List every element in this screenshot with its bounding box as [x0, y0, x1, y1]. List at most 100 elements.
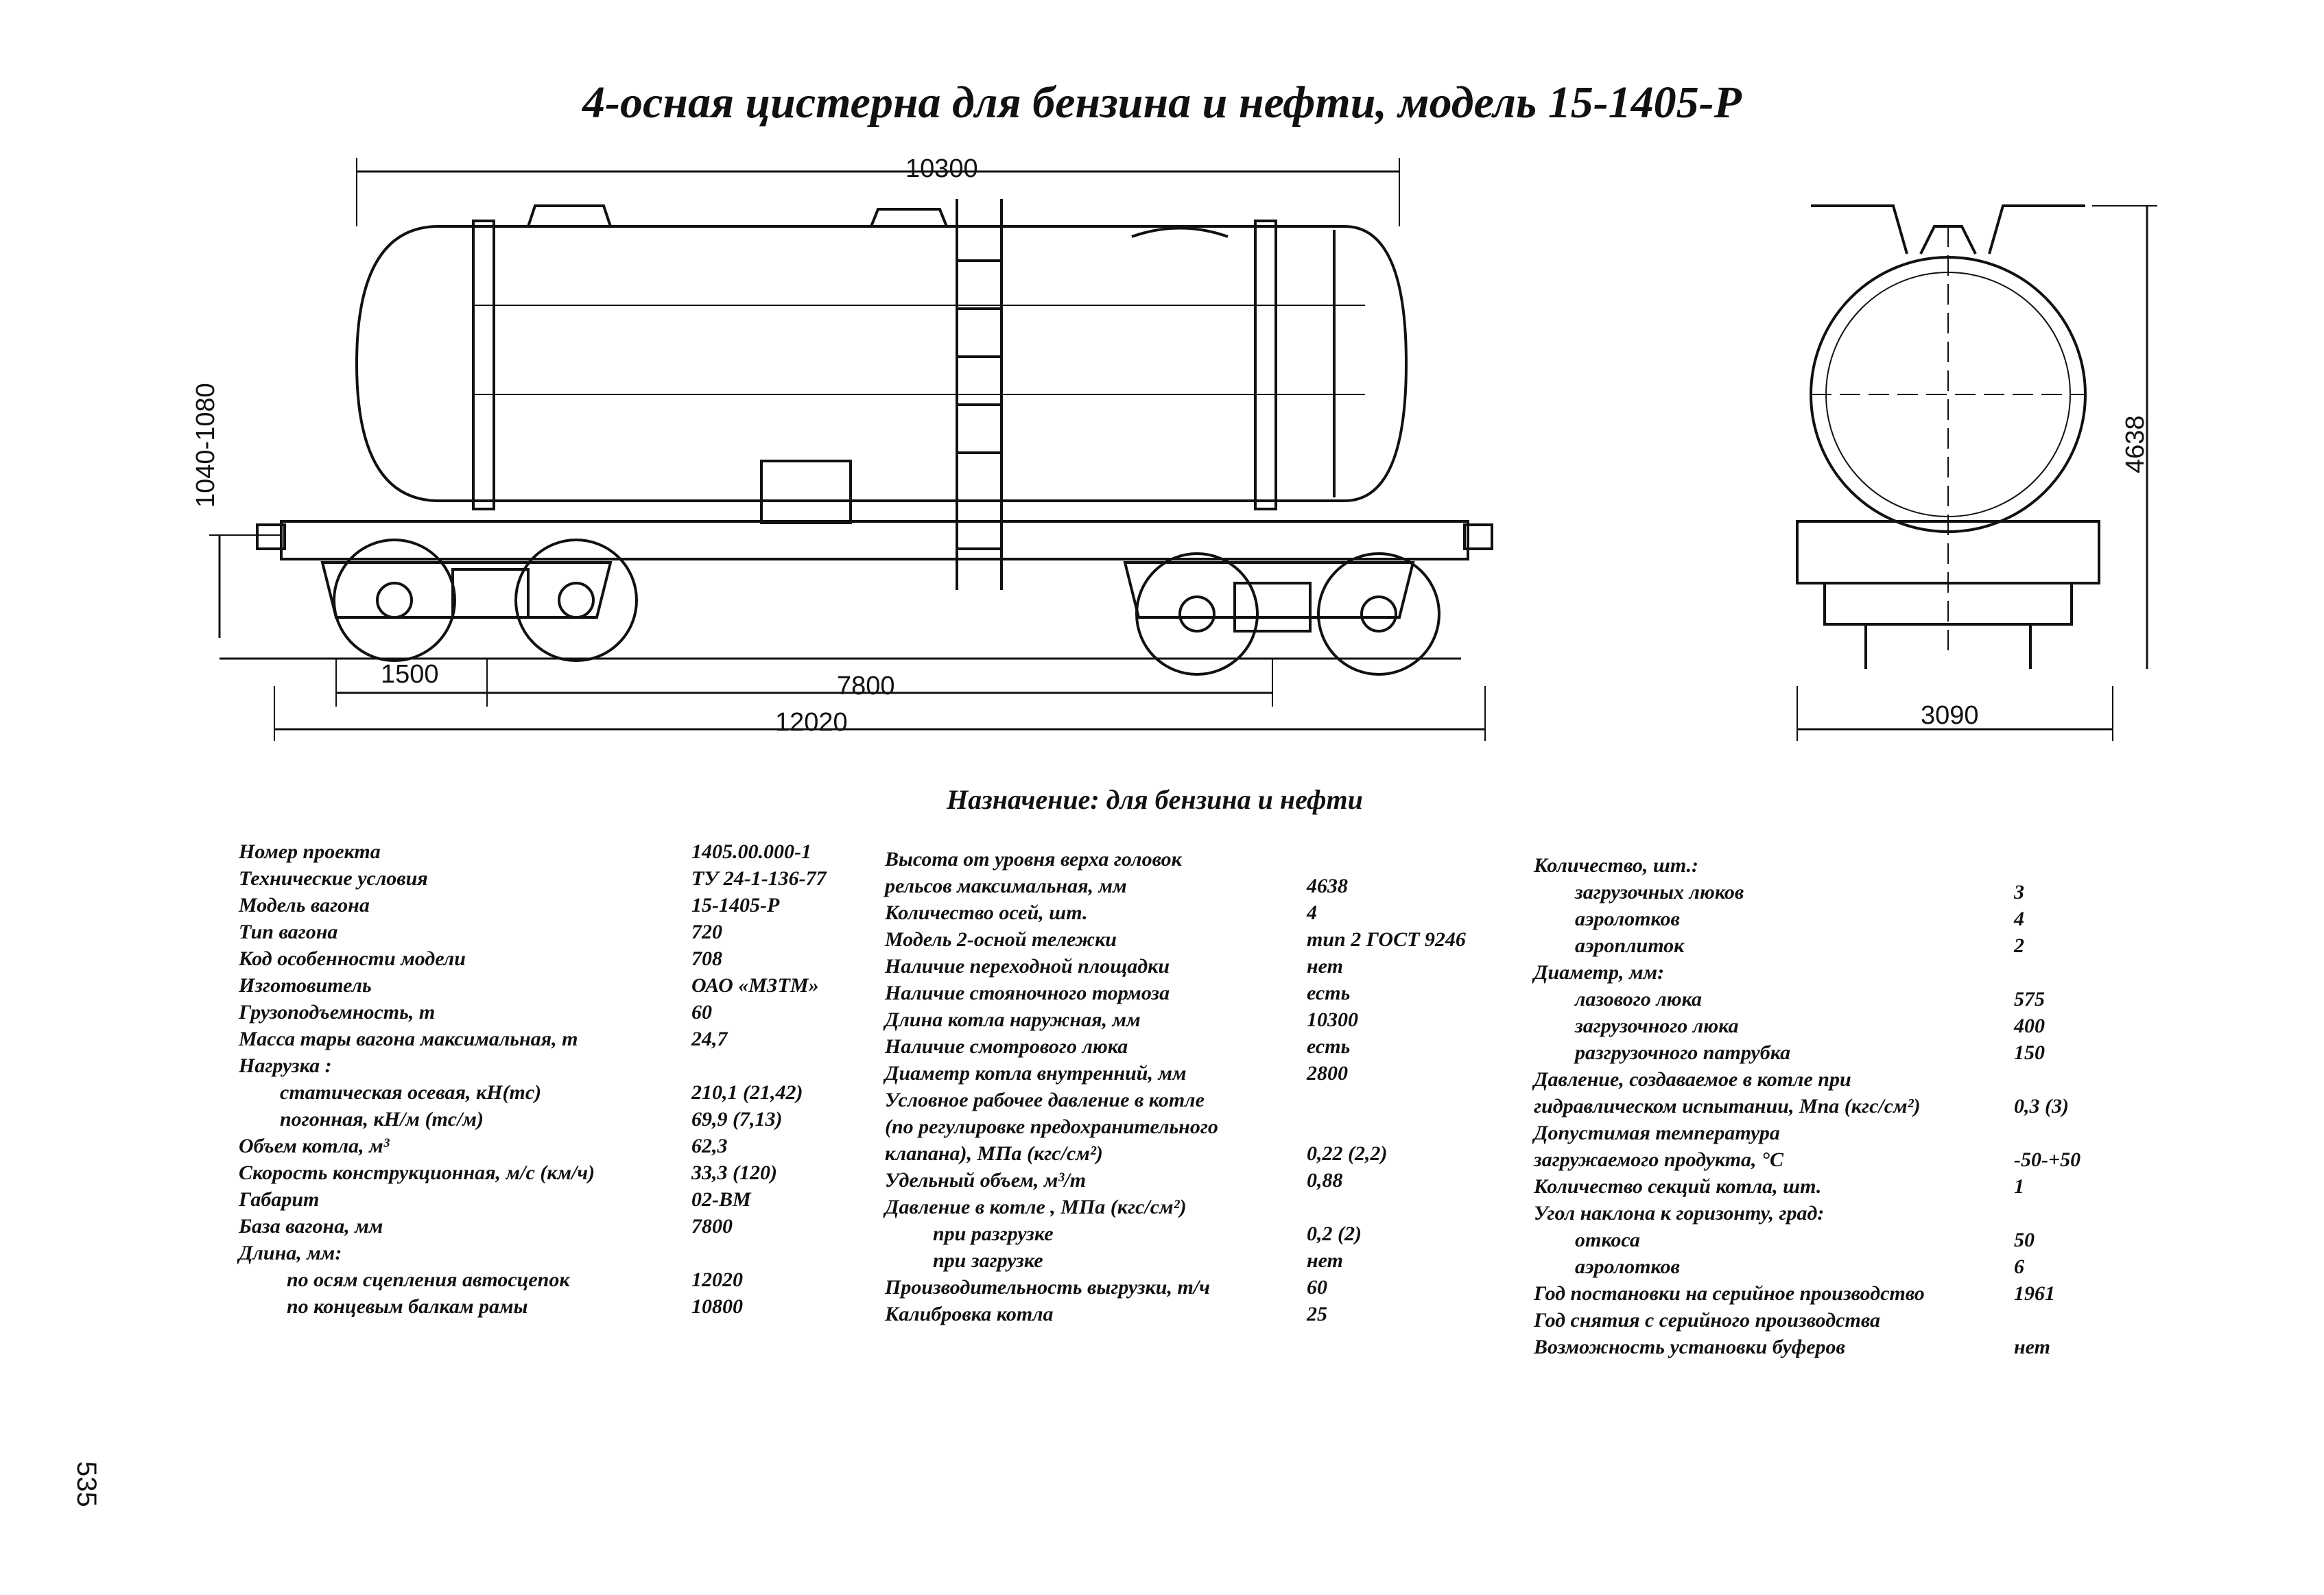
underframe: [280, 520, 1469, 560]
spec-value: 60: [691, 1001, 712, 1024]
dome-hatch: [527, 204, 612, 227]
spec-label: Скорость конструкционная, м/с (км/ч): [239, 1161, 595, 1184]
spec-value: нет: [1307, 955, 1343, 978]
spec-label: Длина, мм:: [239, 1242, 342, 1264]
spec-label: Наличие стояночного тормоза: [885, 982, 1170, 1004]
spec-label: Масса тары вагона максимальная, т: [239, 1028, 578, 1050]
spec-label: Количество секций котла, шт.: [1534, 1175, 1822, 1198]
spec-value: 2: [2014, 934, 2024, 957]
spec-label: аэролотков: [1575, 908, 1680, 930]
spec-value: ОАО «МЗТМ»: [691, 974, 819, 997]
spec-label: при загрузке: [933, 1249, 1043, 1272]
spec-value: -50-+50: [2014, 1148, 2081, 1171]
page-title: 4-осная цистерна для бензина и нефти, мо…: [582, 78, 1742, 128]
spec-label: загружаемого продукта, °С: [1534, 1148, 1784, 1171]
spec-value: 575: [2014, 988, 2045, 1011]
spec-label: погонная, кН/м (тс/м): [280, 1108, 484, 1131]
spec-label: (по регулировке предохранительного: [885, 1115, 1218, 1138]
spec-value: 33,3 (120): [691, 1161, 777, 1184]
spec-label: загрузочных люков: [1575, 881, 1744, 903]
spec-label: аэроплиток: [1575, 934, 1685, 957]
spec-value: 1961: [2014, 1282, 2055, 1305]
spec-value: нет: [1307, 1249, 1343, 1272]
dim-label-boiler-length: 10300: [905, 154, 978, 183]
spec-label: загрузочного люка: [1575, 1015, 1739, 1037]
spec-label: Условное рабочее давление в котле: [885, 1089, 1205, 1111]
spec-value: 0,22 (2,2): [1307, 1142, 1388, 1165]
spec-label: Наличие переходной площадки: [885, 955, 1170, 978]
spec-value: 1405.00.000-1: [691, 840, 811, 863]
spec-label: Давление в котле , МПа (кгс/см²): [885, 1196, 1187, 1218]
bogie-left: [320, 539, 638, 662]
spec-label: Год снятия с серийного производства: [1534, 1309, 1881, 1332]
spec-label: База вагона, мм: [239, 1215, 383, 1238]
dim-label-coupler-height: 1040-1080: [191, 383, 220, 508]
spec-label: Изготовитель: [239, 974, 372, 997]
spec-label: Технические условия: [239, 867, 428, 890]
spec-label: Допустимая температура: [1534, 1122, 1780, 1144]
spec-label: Грузоподъемность, т: [239, 1001, 436, 1024]
spec-label: при разгрузке: [933, 1222, 1054, 1245]
spec-label: Количество осей, шт.: [885, 901, 1088, 924]
spec-label: откоса: [1575, 1229, 1640, 1251]
spec-label: Габарит: [239, 1188, 320, 1211]
dim-label-height: 4638: [2121, 415, 2150, 473]
spec-label: Диаметр котла внутренний, мм: [885, 1062, 1187, 1085]
spec-label: Производительность выгрузки, т/ч: [885, 1276, 1210, 1299]
spec-label: Объем котла, м³: [239, 1135, 390, 1157]
spec-label: статическая осевая, кН(тс): [280, 1081, 542, 1104]
spec-value: 25: [1307, 1303, 1327, 1325]
spec-value: 0,88: [1307, 1169, 1343, 1192]
spec-label: Высота от уровня верха головок: [885, 848, 1182, 871]
spec-value: 02-ВМ: [691, 1188, 751, 1211]
brake-cylinder-box: [760, 460, 852, 524]
ladder: [956, 199, 1003, 590]
purpose-heading: Назначение: для бензина и нефти: [947, 784, 1363, 815]
spec-label: Давление, создаваемое в котле при: [1534, 1068, 1851, 1091]
spec-label: Диаметр, мм:: [1534, 961, 1665, 984]
spec-label: по осям сцепления автосцепок: [287, 1268, 570, 1291]
spec-label: Возможность установки буферов: [1534, 1336, 1845, 1358]
spec-label: Количество, шт.:: [1534, 854, 1699, 877]
bogie-right: [1123, 552, 1440, 676]
spec-value: 60: [1307, 1276, 1327, 1299]
spec-label: Нагрузка :: [239, 1054, 332, 1077]
spec-value: 4638: [1307, 875, 1348, 897]
spec-value: 7800: [691, 1215, 733, 1238]
spec-value: 0,3 (3): [2014, 1095, 2069, 1118]
spec-label: Тип вагона: [239, 921, 338, 943]
spec-value: 4: [2014, 908, 2024, 930]
spec-value: 69,9 (7,13): [691, 1108, 783, 1131]
spec-label: Угол наклона к горизонту, град:: [1534, 1202, 1825, 1225]
spec-value: 2800: [1307, 1062, 1348, 1085]
spec-label: рельсов максимальная, мм: [885, 875, 1127, 897]
spec-value: ТУ 24-1-136-77: [691, 867, 827, 890]
dim-label-wagon-base: 7800: [837, 672, 895, 700]
spec-label: по концевым балкам рамы: [287, 1295, 528, 1318]
spec-value: 6: [2014, 1255, 2024, 1278]
spec-value: 1: [2014, 1175, 2024, 1198]
spec-value: 708: [691, 947, 722, 970]
spec-label: Номер проекта: [239, 840, 381, 863]
spec-value: нет: [2014, 1336, 2050, 1358]
spec-value: 50: [2014, 1229, 2035, 1251]
spec-label: аэролотков: [1575, 1255, 1680, 1278]
spec-value: 400: [2014, 1015, 2045, 1037]
spec-value: есть: [1307, 1035, 1351, 1058]
spec-label: Длина котла наружная, мм: [885, 1008, 1141, 1031]
dim-label-total-length: 12020: [775, 708, 848, 737]
spec-label: Год постановки на серийное производство: [1534, 1282, 1925, 1305]
spec-value: 210,1 (21,42): [691, 1081, 803, 1104]
spec-value: 720: [691, 921, 722, 943]
boiler-end-view: [1796, 204, 2100, 669]
boiler-strap-left: [472, 220, 495, 510]
spec-value: 3: [2014, 881, 2024, 903]
boiler-side-view: [355, 225, 1408, 502]
page-number: 535: [71, 1461, 102, 1507]
spec-label: Наличие смотрового люка: [885, 1035, 1128, 1058]
spec-value: тип 2 ГОСТ 9246: [1307, 928, 1466, 951]
spec-value: 24,7: [691, 1028, 728, 1050]
spec-value: 150: [2014, 1041, 2045, 1064]
dim-label-axle-spacing: 1500: [381, 660, 439, 689]
